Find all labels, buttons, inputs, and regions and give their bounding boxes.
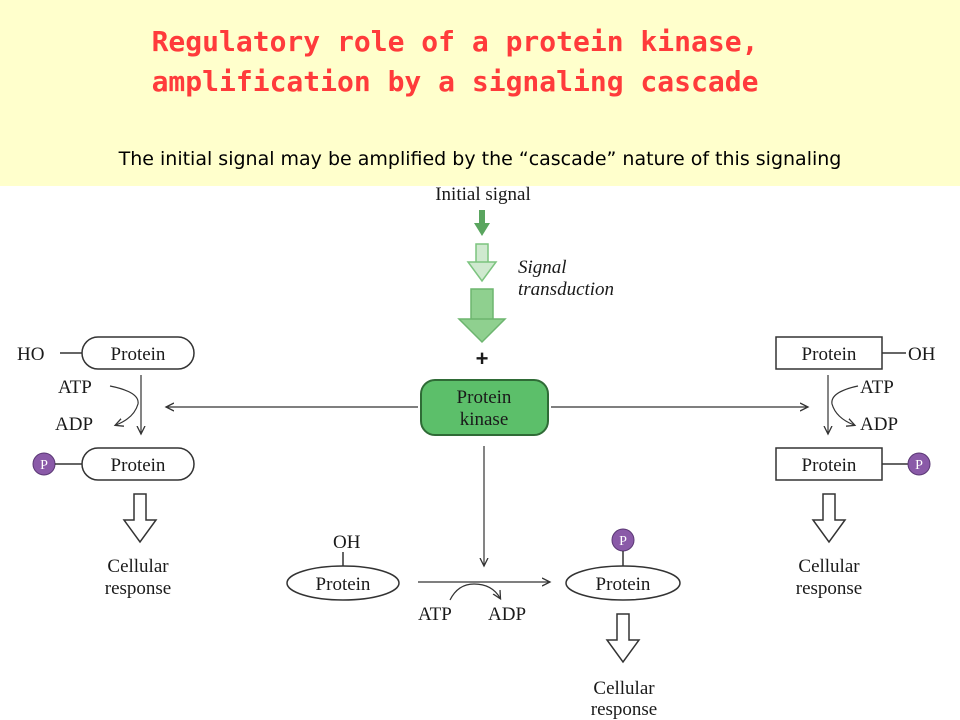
kinase-label-line1: Protein [457, 387, 512, 408]
signal-arrow-medium [466, 243, 498, 283]
left-ho-label: HO [17, 344, 44, 365]
right-atp-adp-curve [831, 385, 859, 425]
left-protein-top: Protein [81, 336, 195, 370]
bottom-atp-adp-curve [449, 583, 500, 601]
signal-transduction-line1: Signal [518, 257, 567, 278]
signal-transduction-line2: transduction [518, 279, 614, 300]
left-atp-adp-curve [109, 385, 139, 425]
bottom-response-arrow [605, 613, 641, 664]
activation-plus: + [476, 346, 489, 371]
left-protein-top-label: Protein [111, 344, 166, 365]
right-response-line1: Cellular [798, 556, 860, 577]
left-atp-label: ATP [58, 377, 92, 398]
right-phosphate-label: P [915, 458, 923, 473]
right-atp-label: ATP [860, 377, 894, 398]
title-line-2: amplification by a signaling cascade [151, 65, 759, 98]
bottom-atp-label: ATP [418, 604, 452, 625]
bottom-response-line2: response [591, 699, 657, 720]
page-title: Regulatory role of a protein kinase, amp… [0, 22, 910, 102]
bottom-protein-right: Protein [565, 565, 681, 601]
bottom-response-line1: Cellular [593, 678, 655, 699]
bottom-oh-label: OH [333, 532, 361, 553]
bottom-protein-right-label: Protein [596, 574, 651, 595]
left-response-arrow [122, 493, 158, 544]
bottom-phosphate-label: P [619, 534, 627, 549]
left-protein-bottom-label: Protein [111, 455, 166, 476]
subtitle: The initial signal may be amplified by t… [118, 148, 842, 170]
left-protein-bottom: Protein [81, 447, 195, 481]
protein-kinase-box: Protein kinase [420, 379, 549, 436]
bottom-adp-label: ADP [488, 604, 526, 625]
bottom-phosphate: P [611, 528, 635, 552]
kinase-label-line2: kinase [460, 409, 509, 430]
bottom-protein-left: Protein [286, 565, 400, 601]
left-response-line1: Cellular [107, 556, 169, 577]
initial-signal-label: Initial signal [435, 184, 531, 205]
right-response-arrow [811, 493, 847, 544]
left-phosphate-label: P [40, 458, 48, 473]
signal-arrow-large [457, 288, 507, 344]
right-protein-top: Protein [775, 336, 883, 370]
signal-arrow-small [474, 210, 490, 236]
bottom-protein-left-label: Protein [316, 574, 371, 595]
left-response-line2: response [105, 578, 171, 599]
title-line-1: Regulatory role of a protein kinase, [151, 25, 759, 58]
right-response-line2: response [796, 578, 862, 599]
right-adp-label: ADP [860, 414, 898, 435]
right-phosphate: P [907, 452, 931, 476]
right-protein-bottom: Protein [775, 447, 883, 481]
right-oh-label: OH [908, 344, 936, 365]
header-banner [0, 0, 960, 186]
left-adp-label: ADP [55, 414, 93, 435]
left-phosphate: P [32, 452, 56, 476]
right-protein-bottom-label: Protein [802, 455, 857, 476]
right-protein-top-label: Protein [802, 344, 857, 365]
